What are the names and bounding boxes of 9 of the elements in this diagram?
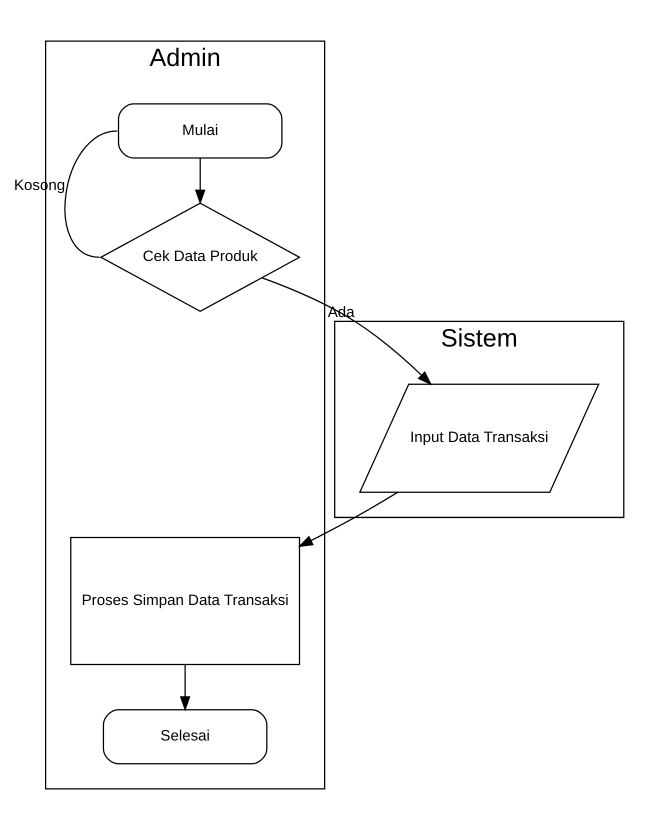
node-box: Selesai — [102, 708, 268, 764]
arrow — [180, 664, 190, 711]
node-box: Mulai — [118, 102, 283, 158]
arrow — [298, 491, 398, 547]
arrow — [262, 276, 432, 385]
node-box: Proses Simpan Data Transaksi — [70, 536, 300, 665]
node-diamond: Cek Data Produk — [100, 202, 301, 312]
connector — [64, 130, 118, 258]
arrow — [194, 158, 206, 204]
